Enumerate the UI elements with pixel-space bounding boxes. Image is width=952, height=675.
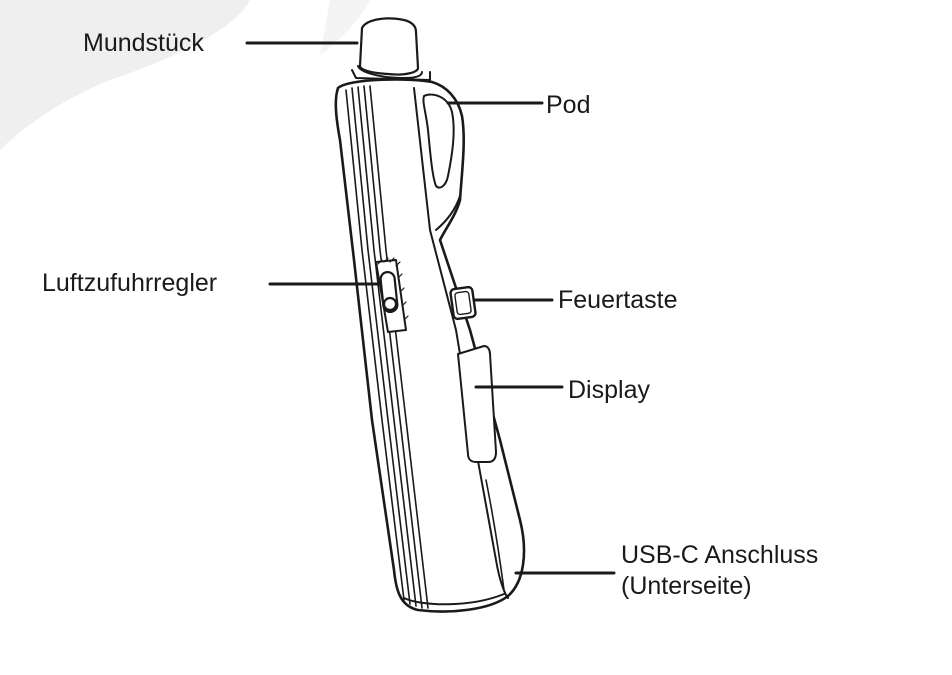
label-feuertaste: Feuertaste (558, 286, 678, 314)
label-usbc: USB-C Anschluss (Unterseite) (621, 540, 818, 602)
mouthpiece-shape (351, 17, 431, 81)
label-usbc-line1: USB-C Anschluss (621, 541, 819, 569)
watermark-shape (0, 0, 250, 150)
label-mundstueck: Mundstück (83, 29, 204, 57)
fire-button-shape (449, 285, 477, 321)
label-usbc-line2: (Unterseite) (621, 572, 752, 600)
label-luftzufuhrregler: Luftzufuhrregler (42, 269, 218, 297)
device-body (334, 78, 526, 613)
watermark-shape-2 (320, 0, 370, 55)
label-display: Display (568, 376, 650, 404)
label-pod: Pod (546, 91, 591, 119)
airflow-slider-shape (375, 257, 409, 333)
display-shape (457, 345, 497, 463)
